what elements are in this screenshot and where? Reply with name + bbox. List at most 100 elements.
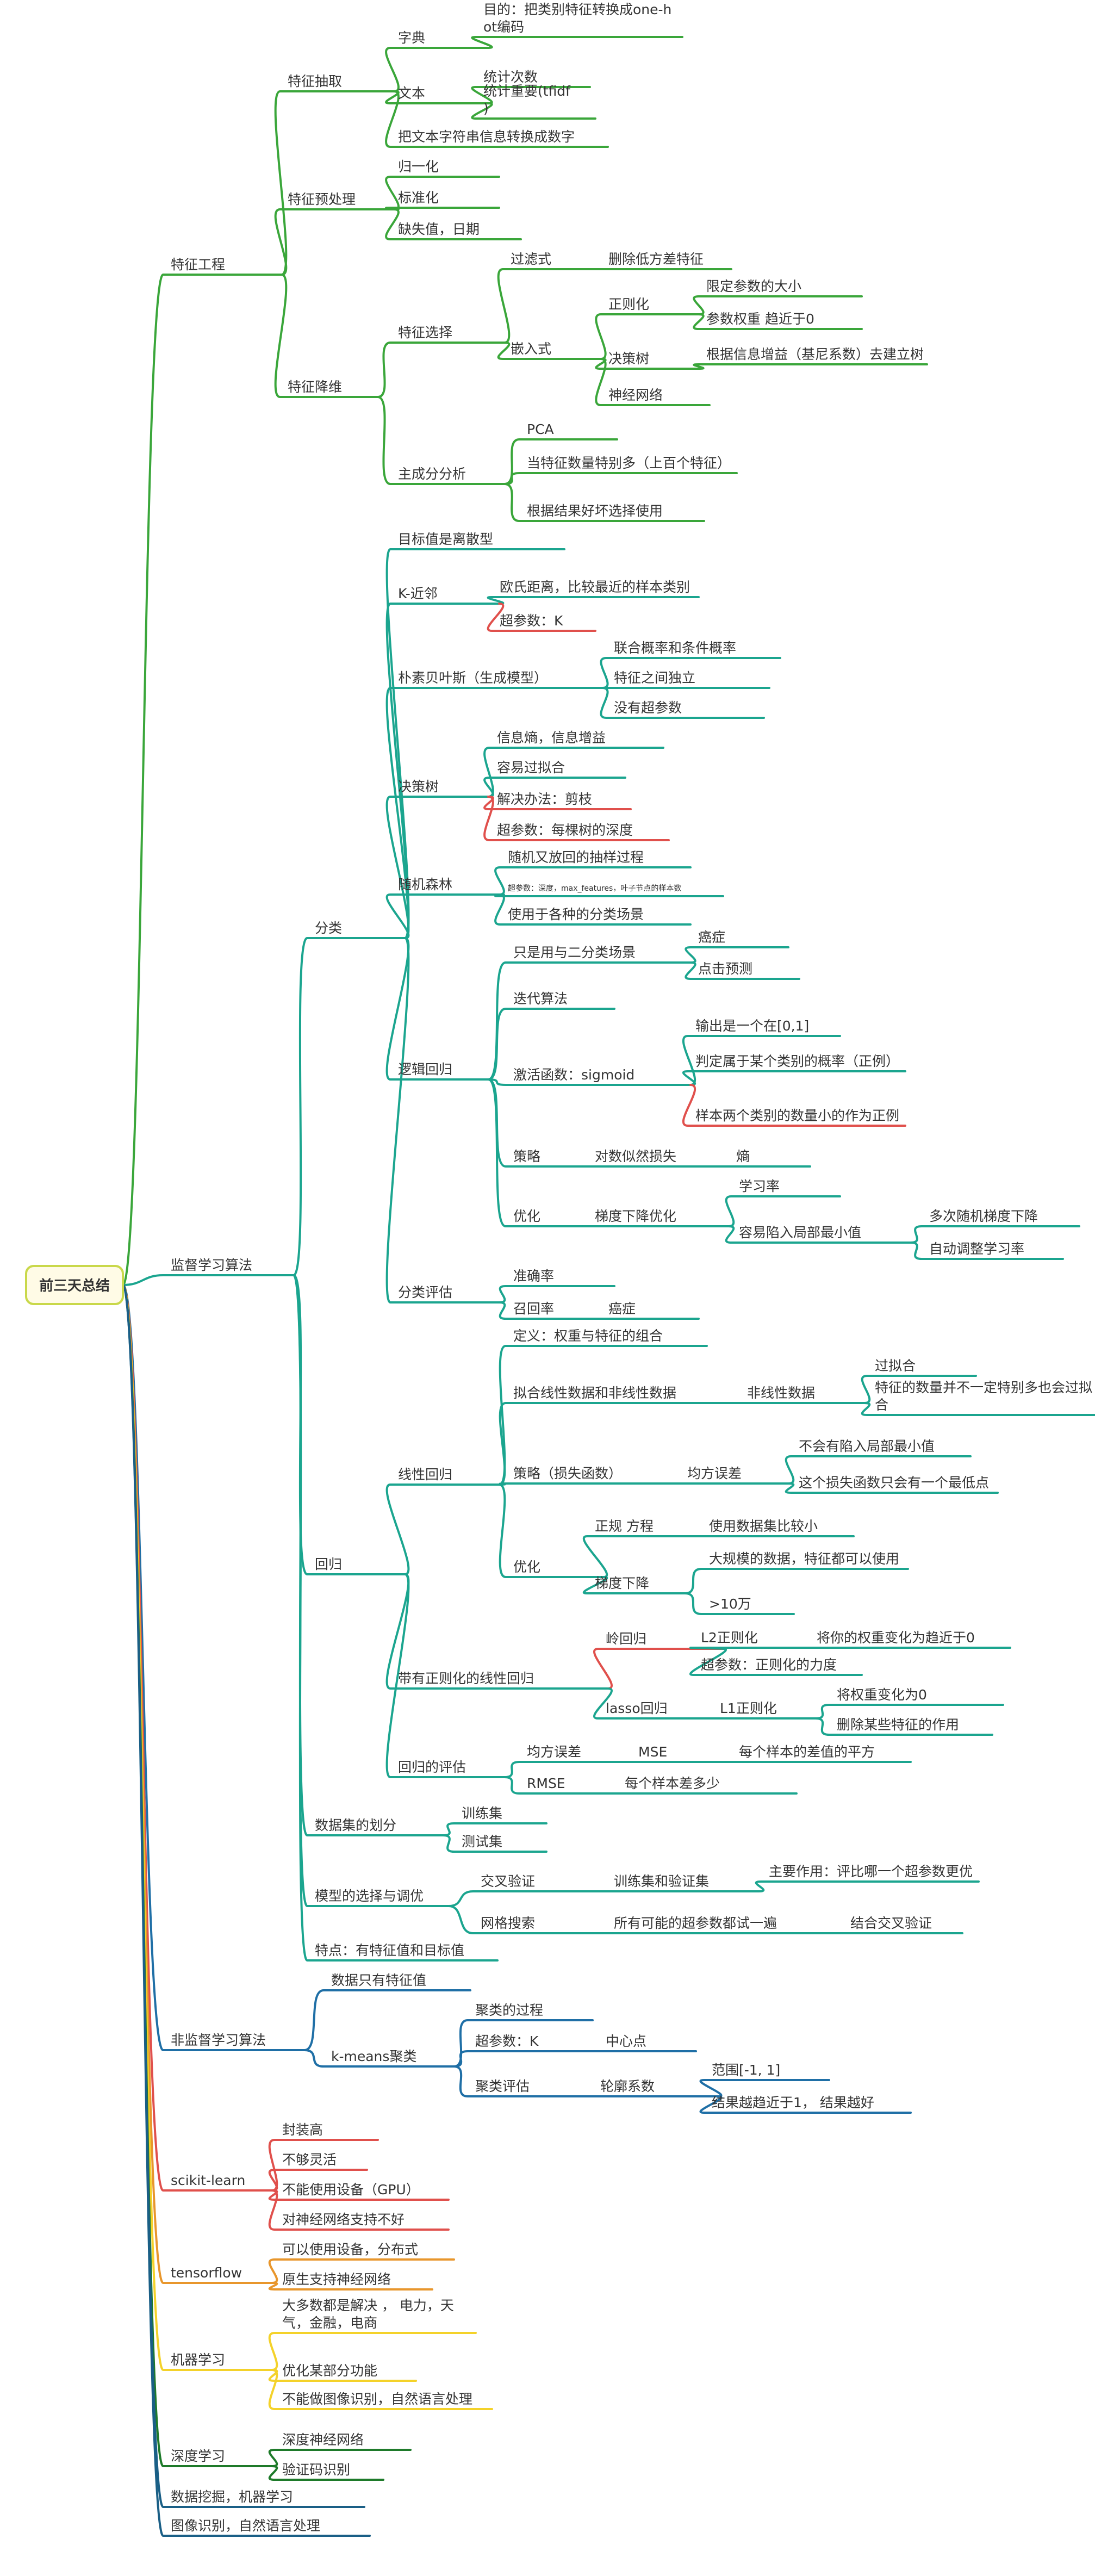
node-clseval[interactable]: 分类评估 — [398, 1284, 452, 1300]
node-msedesc[interactable]: 每个样本的差值的平方 — [739, 1744, 875, 1760]
node-nohyper[interactable]: 没有超参数 — [614, 700, 682, 716]
node-click[interactable]: 点击预测 — [698, 961, 752, 977]
node-tf2[interactable]: 原生支持神经网络 — [282, 2271, 391, 2287]
node-sk[interactable]: scikit-learn — [171, 2172, 245, 2188]
node-gd[interactable]: 梯度下降优化 — [595, 1208, 676, 1224]
node-cancer[interactable]: 癌症 — [698, 929, 725, 945]
node-tfidf[interactable]: 统计重要(tfidf) — [483, 83, 571, 116]
root-node[interactable]: 前三天总结 — [25, 1265, 124, 1305]
node-select[interactable]: 特征选择 — [398, 325, 452, 340]
node-cls[interactable]: 分类 — [315, 920, 342, 936]
node-norm[interactable]: 归一化 — [398, 159, 439, 175]
node-allparam[interactable]: 所有可能的超参数都试一遍 — [614, 1915, 777, 1931]
node-text[interactable]: 文本 — [398, 85, 425, 101]
node-recall[interactable]: 召回率 — [513, 1301, 554, 1317]
node-rgr[interactable]: 回归 — [315, 1556, 342, 1572]
node-combcv[interactable]: 结合交叉验证 — [850, 1915, 932, 1931]
node-discrete[interactable]: 目标值是离散型 — [398, 531, 493, 547]
node-reg[interactable]: 正则化 — [608, 296, 649, 312]
node-mse[interactable]: 均方误差 — [687, 1466, 742, 1481]
node-dtree-sel[interactable]: 决策树 — [608, 351, 649, 367]
node-depth[interactable]: 超参数：每棵树的深度 — [497, 822, 633, 838]
node-bootstrap[interactable]: 随机又放回的抽样过程 — [508, 849, 644, 865]
node-prec[interactable]: 准确率 — [513, 1268, 554, 1284]
node-overfit[interactable]: 容易过拟合 — [497, 760, 565, 775]
node-closer[interactable]: 结果越趋近于1， 结果越好 — [712, 2095, 874, 2111]
node-prep[interactable]: 特征预处理 — [288, 191, 356, 207]
node-embed[interactable]: 嵌入式 — [511, 341, 551, 357]
node-gini[interactable]: 根据信息增益（基尼系数）去建立树 — [706, 346, 924, 362]
node-rmse[interactable]: RMSE — [527, 1776, 565, 1791]
node-l2[interactable]: L2正则化 — [701, 1630, 758, 1646]
node-onlyfeat[interactable]: 数据只有特征值 — [331, 1972, 426, 1988]
node-ml[interactable]: 机器学习 — [171, 2352, 225, 2368]
node-split[interactable]: 数据集的划分 — [315, 1817, 396, 1833]
node-std[interactable]: 标准化 — [398, 190, 439, 206]
node-nonlin[interactable]: 非线性数据 — [747, 1385, 815, 1401]
node-fe[interactable]: 特征工程 — [171, 257, 225, 272]
node-dl2[interactable]: 验证码识别 — [282, 2462, 350, 2478]
node-dt[interactable]: 决策树 — [398, 779, 439, 794]
node-prune[interactable]: 解决办法：剪枝 — [497, 791, 592, 807]
node-choose[interactable]: 根据结果好坏选择使用 — [527, 503, 663, 519]
node-shang[interactable]: 熵 — [736, 1149, 750, 1164]
node-model[interactable]: 模型的选择与调优 — [315, 1888, 424, 1904]
node-tf1[interactable]: 可以使用设备，分布式 — [282, 2242, 418, 2257]
node-test[interactable]: 测试集 — [462, 1834, 502, 1849]
node-rf[interactable]: 随机森林 — [398, 877, 452, 892]
node-sk4[interactable]: 对神经网络支持不好 — [282, 2212, 405, 2227]
node-notover[interactable]: 特征的数量并不一定特别多也会过拟合 — [875, 1380, 1092, 1413]
node-mining[interactable]: 数据挖掘，机器学习 — [171, 2489, 293, 2505]
node-l2desc[interactable]: 将你的权重变化为趋近于0 — [817, 1630, 975, 1646]
node-overfit2[interactable]: 过拟合 — [875, 1358, 916, 1374]
node-range[interactable]: 范围[-1, 1] — [712, 2062, 780, 2078]
node-multi[interactable]: 多次随机梯度下降 — [929, 1208, 1038, 1224]
node-fit[interactable]: 拟合线性数据和非线性数据 — [513, 1385, 676, 1401]
node-tf[interactable]: tensorflow — [171, 2265, 242, 2281]
node-large[interactable]: 大规模的数据，特征都可以使用 — [709, 1551, 899, 1567]
node-manyfeat[interactable]: 当特征数量特别多（上百个特征） — [527, 455, 731, 471]
node-limit[interactable]: 限定参数的大小 — [706, 278, 801, 294]
node-alpha[interactable]: 超参数：正则化的力度 — [701, 1657, 837, 1673]
node-prob[interactable]: 判定属于某个类别的概率（正例） — [695, 1053, 899, 1069]
node-lr[interactable]: 逻辑回归 — [398, 1062, 452, 1077]
node-sk1[interactable]: 封装高 — [282, 2122, 323, 2138]
node-kmeans[interactable]: k-means聚类 — [331, 2049, 416, 2064]
node-rfuse[interactable]: 使用于各种的分类场景 — [508, 907, 644, 922]
node-vision[interactable]: 图像识别，自然语言处理 — [171, 2518, 320, 2534]
node-nb[interactable]: 朴素贝叶斯（生成模型） — [398, 670, 548, 686]
node-lopt[interactable]: 优化 — [513, 1559, 540, 1575]
node-auto[interactable]: 自动调整学习率 — [929, 1241, 1024, 1257]
node-nolocal[interactable]: 不会有陷入局部最小值 — [799, 1438, 935, 1454]
node-ml3[interactable]: 不能做图像识别，自然语言处理 — [282, 2391, 472, 2407]
node-reglin[interactable]: 带有正则化的线性回归 — [398, 1671, 534, 1686]
node-loss[interactable]: 策略（损失函数） — [513, 1466, 622, 1481]
node-l1[interactable]: L1正则化 — [720, 1700, 777, 1716]
node-khyper[interactable]: 超参数：K — [475, 2033, 539, 2049]
node-cv[interactable]: 交叉验证 — [481, 1873, 535, 1889]
node-strategy[interactable]: 策略 — [513, 1149, 540, 1164]
node-small[interactable]: 使用数据集比较小 — [709, 1518, 818, 1534]
node-l1a[interactable]: 将权重变化为0 — [837, 1687, 927, 1703]
node-k[interactable]: 超参数：K — [500, 613, 563, 629]
node-count[interactable]: 统计次数 — [483, 69, 538, 85]
node-center[interactable]: 中心点 — [606, 2033, 646, 2049]
node-cancer2[interactable]: 癌症 — [608, 1301, 636, 1317]
node-iter[interactable]: 迭代算法 — [513, 991, 568, 1007]
node-sigmoid[interactable]: 激活函数：sigmoid — [513, 1067, 634, 1083]
node-sup[interactable]: 监督学习算法 — [171, 1257, 252, 1273]
node-sk3[interactable]: 不能使用设备（GPU） — [282, 2182, 420, 2198]
node-ml2[interactable]: 优化某部分功能 — [282, 2363, 377, 2379]
node-10w[interactable]: >10万 — [709, 1596, 751, 1612]
node-train[interactable]: 训练集 — [462, 1805, 502, 1821]
node-smallpos[interactable]: 样本两个类别的数量小的作为正例 — [695, 1108, 899, 1123]
node-pca[interactable]: PCA — [527, 421, 554, 437]
node-gd2[interactable]: 梯度下降 — [595, 1575, 649, 1591]
node-lasso[interactable]: lasso回归 — [606, 1700, 668, 1716]
node-onlymin[interactable]: 这个损失函数只会有一个最低点 — [799, 1475, 989, 1491]
node-normal[interactable]: 正规 方程 — [595, 1518, 654, 1534]
node-grid[interactable]: 网格搜索 — [481, 1915, 535, 1931]
node-euclid[interactable]: 欧氏距离，比较最近的样本类别 — [500, 579, 690, 595]
node-feat[interactable]: 特点：有特征值和目标值 — [315, 1942, 464, 1958]
